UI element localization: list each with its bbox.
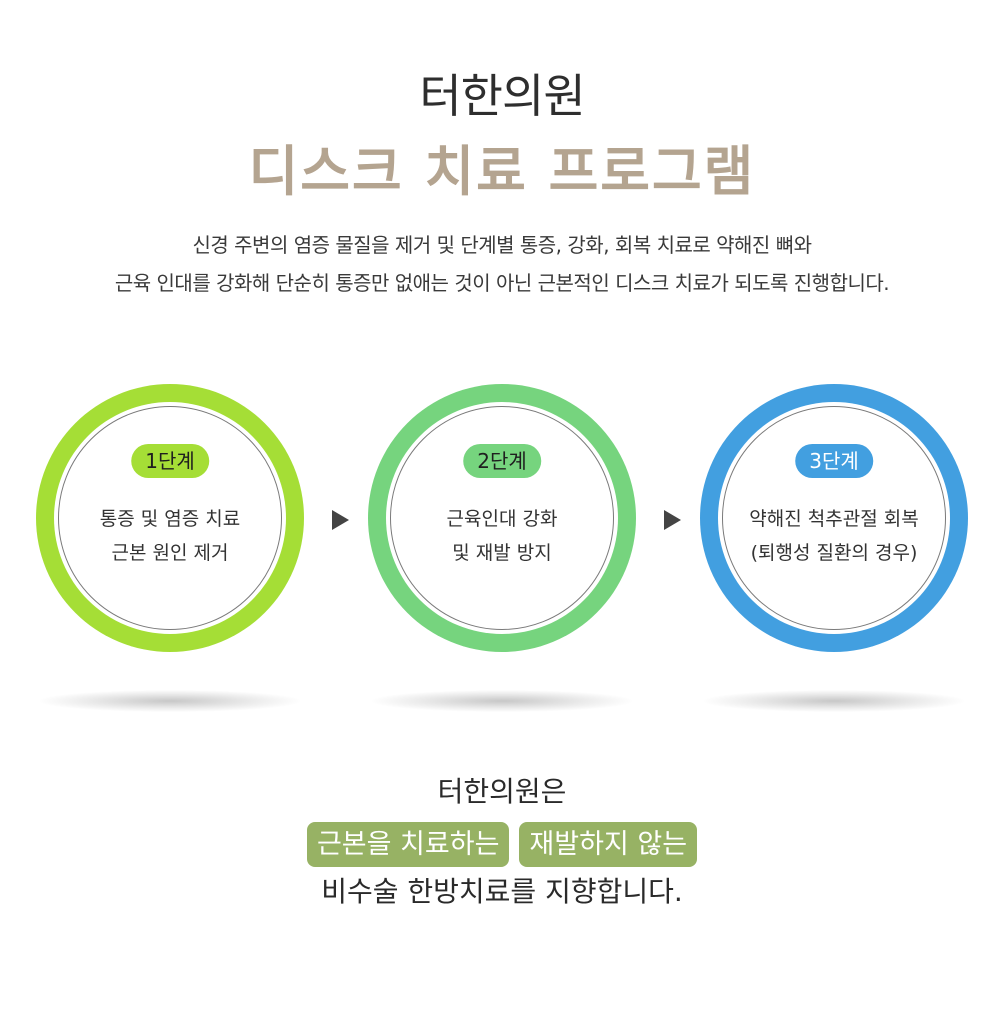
program-subtitle: 디스크 치료 프로그램 <box>248 140 756 203</box>
step-2-line-1: 근육인대 강화 <box>446 508 558 530</box>
step-1-line-2: 근본 원인 제거 <box>111 542 229 564</box>
tag-no-recurrence: 재발하지 않는 <box>519 822 698 867</box>
step-3-line-1: 약해진 척추관절 회복 <box>749 508 919 530</box>
step-1-shadow <box>40 690 300 712</box>
conclusion-tags: 근본을 치료하는 재발하지 않는 <box>0 822 1004 867</box>
step-3-line-2: (퇴행성 질환의 경우) <box>750 542 918 564</box>
step-3-inner-ring <box>722 406 946 630</box>
step-3-text: 약해진 척추관절 회복 (퇴행성 질환의 경우) <box>700 502 968 570</box>
step-1-text: 통증 및 염증 치료 근본 원인 제거 <box>36 502 304 570</box>
description-line-1: 신경 주변의 염증 물질을 제거 및 단계별 통증, 강화, 회복 치료로 약해… <box>192 233 812 257</box>
step-3-shadow <box>704 690 964 712</box>
step-1-badge: 1단계 <box>131 444 209 478</box>
step-3-circle: 3단계 약해진 척추관절 회복 (퇴행성 질환의 경우) <box>700 384 968 652</box>
conclusion-line-1: 터한의원은 <box>437 775 567 808</box>
description: 신경 주변의 염증 물질을 제거 및 단계별 통증, 강화, 회복 치료로 약해… <box>0 226 1004 302</box>
step-1-inner-ring <box>58 406 282 630</box>
step-2-inner-ring <box>390 406 614 630</box>
step-1-circle: 1단계 통증 및 염증 치료 근본 원인 제거 <box>36 384 304 652</box>
tag-root-cause: 근본을 치료하는 <box>306 822 510 867</box>
step-2-circle: 2단계 근육인대 강화 및 재발 방지 <box>368 384 636 652</box>
step-3-badge: 3단계 <box>795 444 873 478</box>
page-title: 터한의원 <box>419 69 585 123</box>
step-2-shadow <box>372 690 632 712</box>
step-2-text: 근육인대 강화 및 재발 방지 <box>368 502 636 570</box>
step-1-line-1: 통증 및 염증 치료 <box>99 508 241 530</box>
description-line-2: 근육 인대를 강화해 단순히 통증만 없애는 것이 아닌 근본적인 디스크 치료… <box>114 271 890 295</box>
triangle-right-icon <box>332 510 349 530</box>
triangle-right-icon <box>664 510 681 530</box>
step-2-badge: 2단계 <box>463 444 541 478</box>
step-2-line-2: 및 재발 방지 <box>452 542 552 564</box>
conclusion-line-2: 비수술 한방치료를 지향합니다. <box>321 875 683 908</box>
